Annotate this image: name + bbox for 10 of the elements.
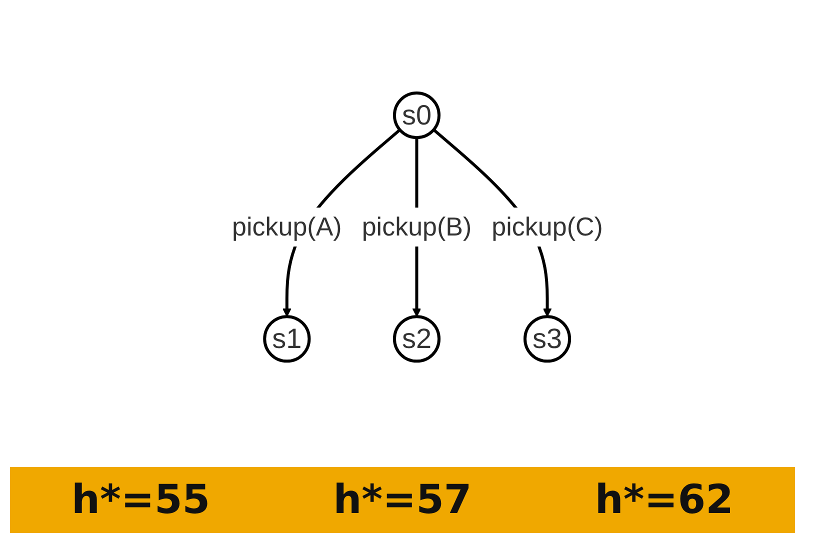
edge-label: pickup(B) <box>361 212 472 242</box>
heuristic-value: h*=55 <box>72 477 210 523</box>
edge-label: pickup(C) <box>491 212 602 242</box>
heuristic-value: h*=62 <box>594 477 734 523</box>
heuristic-value: h*=57 <box>333 477 472 523</box>
node-circle: s2 <box>392 316 440 364</box>
node-circle: s0 <box>392 92 440 140</box>
edge-label: pickup(A) <box>232 212 342 242</box>
node-circle: s1 <box>262 316 310 364</box>
node-circle: s3 <box>523 316 571 364</box>
